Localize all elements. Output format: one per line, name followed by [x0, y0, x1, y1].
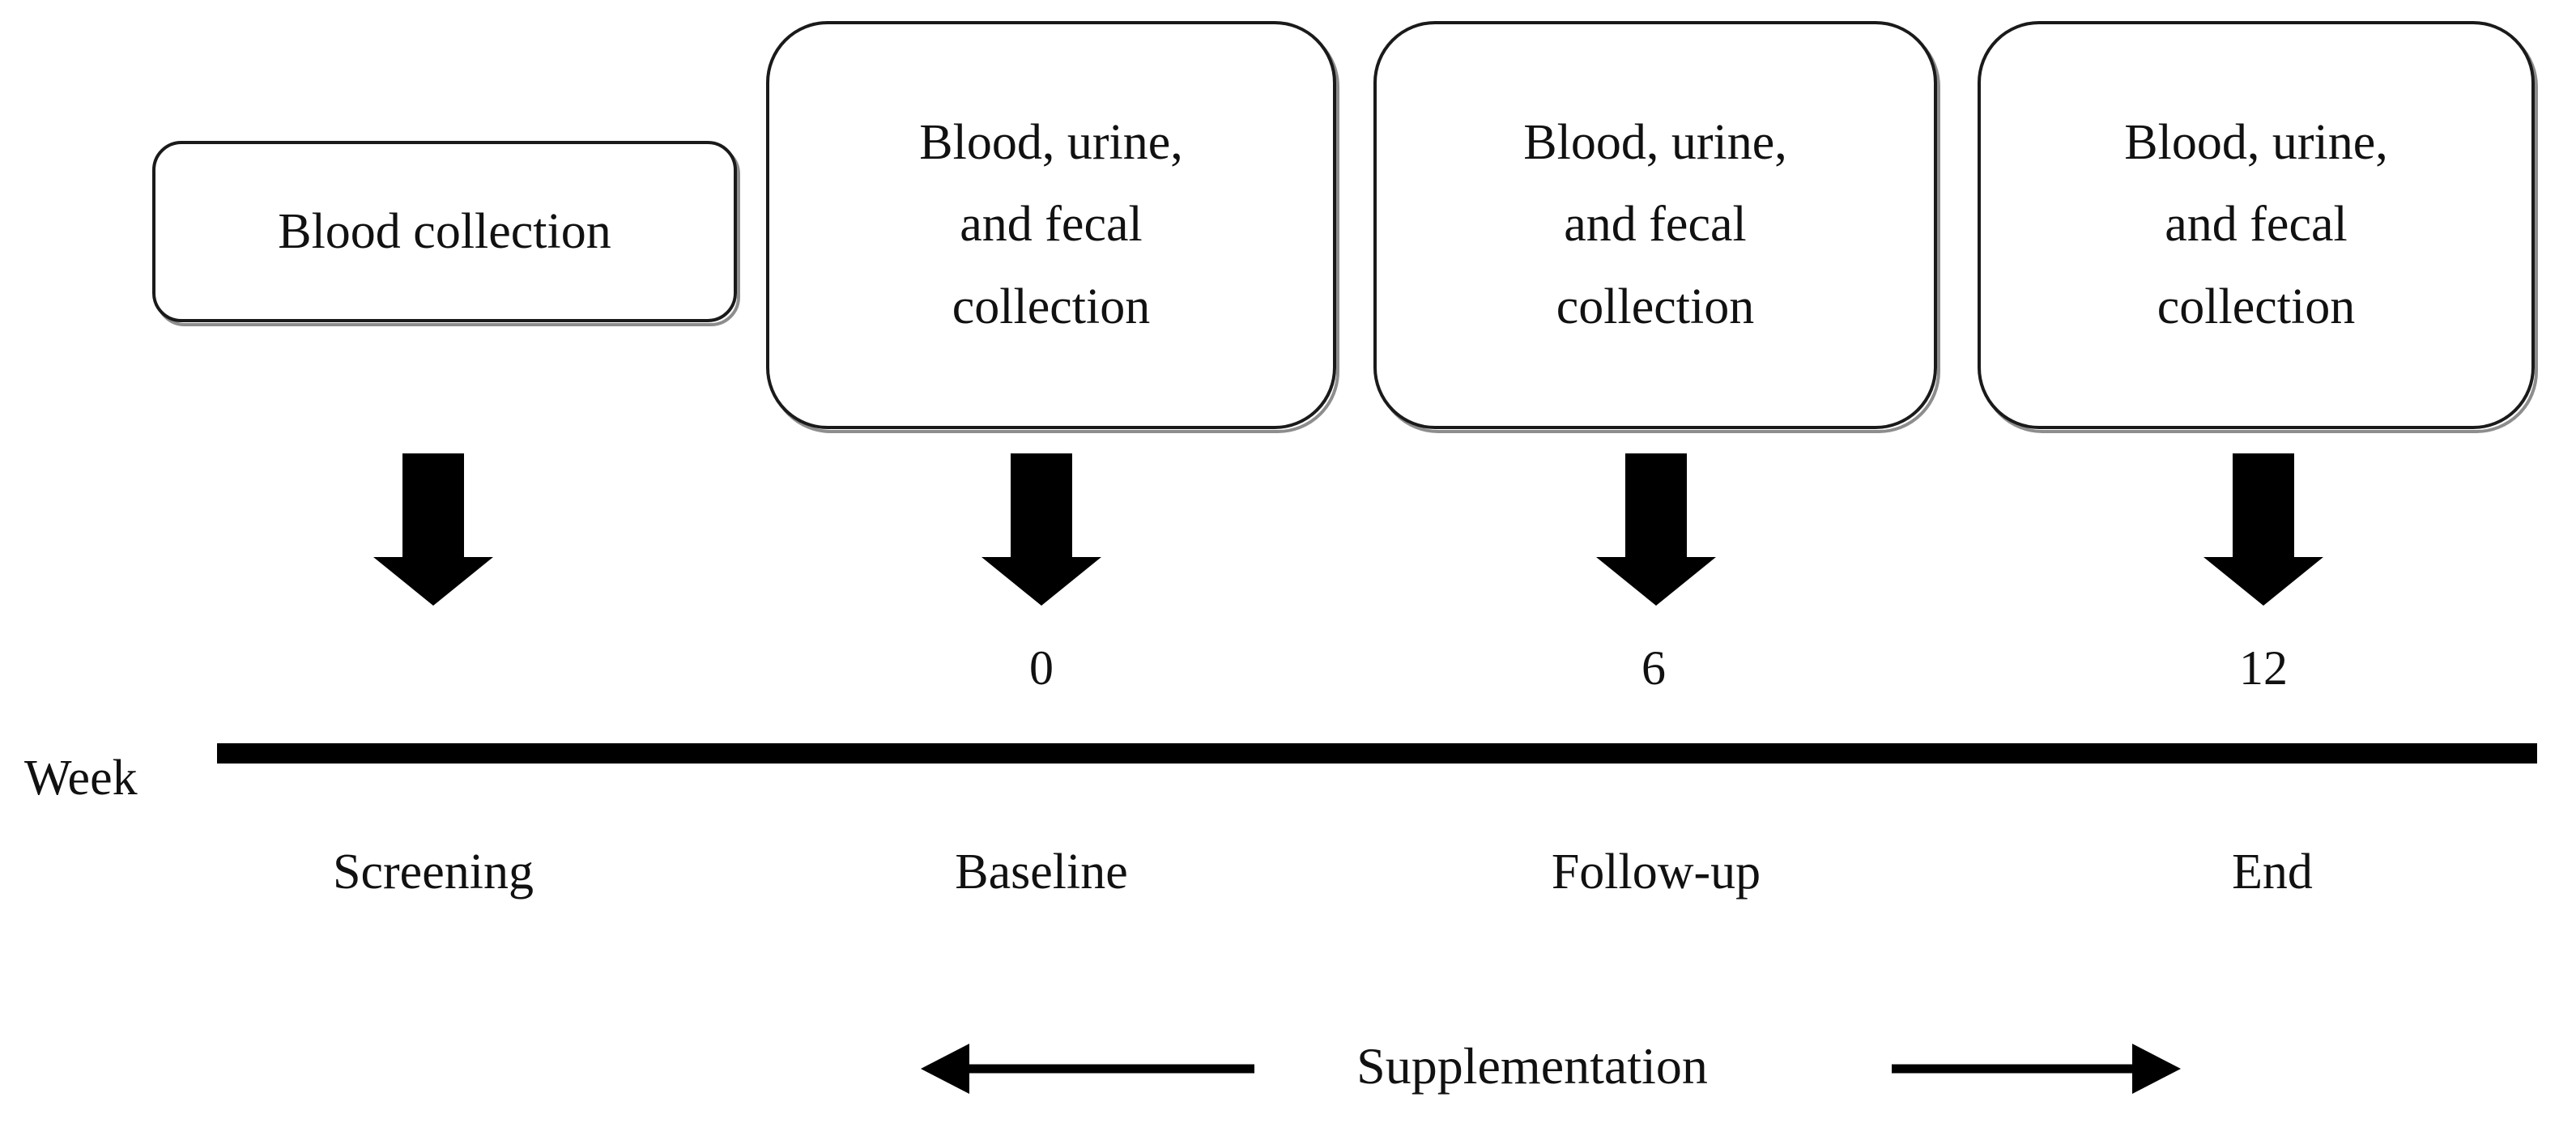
end-box	[1978, 21, 2535, 429]
screening-box	[152, 141, 737, 322]
supplementation-arrows-layer	[921, 1044, 2181, 1094]
supplementation-right-arrow	[1892, 1044, 2181, 1094]
week-tick-0: 0	[1029, 641, 1054, 695]
week-axis-bar	[217, 743, 2537, 764]
down-arrows-layer	[373, 453, 2323, 606]
week-tick-6: 6	[1641, 641, 1666, 695]
week-axis-caption: Week	[24, 751, 138, 806]
supplementation-label: Supplementation	[1356, 1037, 1708, 1095]
screening-arrow	[373, 453, 493, 606]
supplementation-right-arrow-head	[2132, 1044, 2181, 1094]
supplementation-left-arrow-head	[921, 1044, 969, 1094]
week-axis-layer	[217, 743, 2537, 764]
baseline-box	[766, 21, 1336, 429]
followup-box	[1373, 21, 1937, 429]
collection-boxes-layer	[152, 21, 2538, 433]
phase-label-follow-up: Follow-up	[1551, 844, 1761, 900]
supplementation-right-arrow-shaft	[1892, 1064, 2132, 1074]
phase-label-end: End	[2232, 844, 2313, 900]
phase-label-baseline: Baseline	[955, 844, 1128, 900]
week-tick-12: 12	[2239, 641, 2288, 695]
end-arrow	[2203, 453, 2323, 606]
supplementation-left-arrow-shaft	[969, 1064, 1254, 1074]
baseline-arrow	[981, 453, 1101, 606]
supplementation-left-arrow	[921, 1044, 1254, 1094]
followup-arrow	[1596, 453, 1716, 606]
phase-label-screening: Screening	[333, 844, 534, 900]
